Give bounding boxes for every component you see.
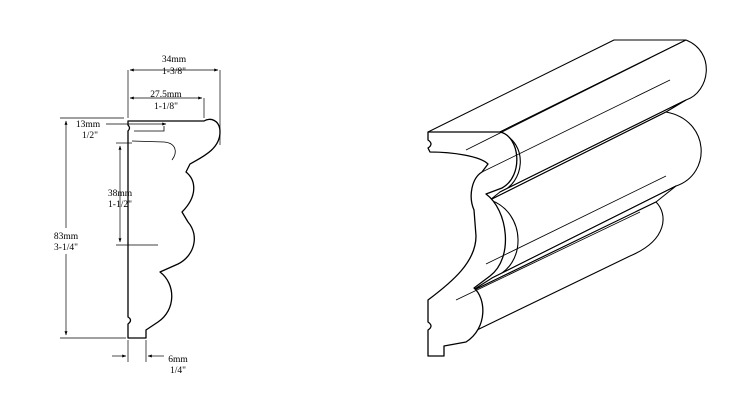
isometric-view [427, 39, 707, 357]
iso-detail-line-3 [485, 175, 667, 265]
dim-top-bead: 13mm 1/2" [76, 120, 167, 141]
dim-base-flat: 6mm 1/4" [112, 340, 188, 376]
dim-middle-section: 38mm 1-1/2" [108, 142, 158, 246]
dim-overall-width: 34mm 1-3/8" [127, 55, 221, 145]
base-flat-imperial: 1/4" [170, 366, 186, 376]
iso-detail-line-1 [465, 57, 651, 151]
middle-section-metric: 38mm [108, 189, 133, 199]
iso-detail-line-2 [481, 79, 671, 173]
inner-width-imperial: 1-1/8" [154, 102, 178, 112]
top-bead-metric: 13mm [76, 120, 101, 130]
dim-overall-height: 83mm 3-1/4" [40, 117, 126, 339]
iso-detail-line-4 [455, 211, 641, 301]
overall-height-metric: 83mm [54, 232, 79, 242]
overall-height-imperial: 3-1/4" [54, 243, 78, 253]
top-bead-imperial: 1/2" [82, 131, 98, 141]
inner-width-metric: 27.5mm [150, 90, 182, 100]
profile-back-edge [131, 140, 176, 161]
overall-width-metric: 34mm [162, 55, 187, 65]
profile-view [127, 118, 221, 339]
middle-section-imperial: 1-1/2" [108, 200, 132, 210]
profile-outline [127, 118, 221, 339]
profile-top-bead-line [134, 126, 165, 132]
dim-inner-width: 27.5mm 1-1/8" [129, 90, 205, 118]
overall-width-imperial: 1-3/8" [162, 67, 186, 77]
base-flat-metric: 6mm [168, 355, 188, 365]
iso-end-profile [427, 131, 518, 357]
